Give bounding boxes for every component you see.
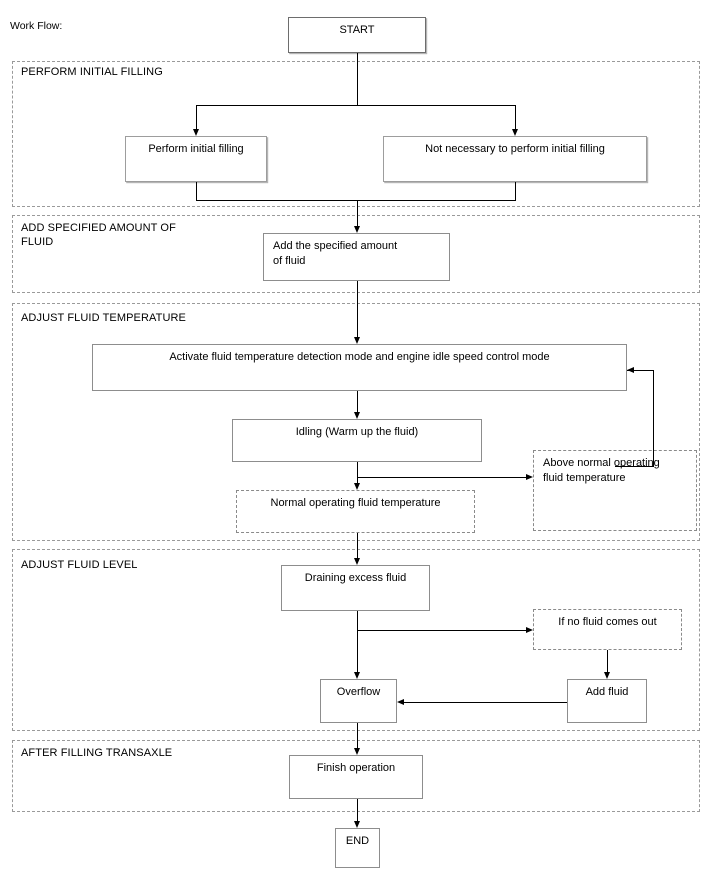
node-not-necessary-initial-filling[interactable]: Not necessary to perform initial filling bbox=[383, 136, 647, 182]
connector-merge-bus bbox=[196, 200, 516, 201]
connector-normal-operating-down bbox=[357, 533, 358, 558]
connector-add-amount-down bbox=[357, 281, 358, 337]
panel-title-adjust-fluid-temperature: ADJUST FLUID TEMPERATURE bbox=[21, 312, 186, 324]
node-add-specified-amount-line2: of fluid bbox=[273, 255, 306, 267]
arrow-to-end bbox=[353, 821, 360, 828]
panel-adjust-fluid-level bbox=[12, 549, 700, 731]
node-add-specified-amount-of-fluid[interactable]: Add the specified amount of fluid bbox=[263, 233, 450, 281]
node-activate-fluid-temperature-mode[interactable]: Activate fluid temperature detection mod… bbox=[92, 344, 627, 391]
arrow-to-perform-initial-filling bbox=[192, 129, 199, 136]
arrow-to-if-no-fluid bbox=[526, 626, 533, 633]
arrow-add-fluid-to-overflow bbox=[397, 698, 404, 705]
connector-idling-right bbox=[357, 477, 526, 478]
diagram-caption: Work Flow: bbox=[10, 20, 63, 32]
connector-draining-right bbox=[357, 630, 526, 631]
node-finish-operation[interactable]: Finish operation bbox=[289, 755, 423, 799]
panel-title-add-specified-amount-line1: ADD SPECIFIED AMOUNT OF bbox=[21, 222, 176, 234]
arrow-to-not-necessary bbox=[511, 129, 518, 136]
arrow-to-finish-operation bbox=[353, 748, 360, 755]
connector-finish-down bbox=[357, 799, 358, 821]
node-add-specified-amount-line1: Add the specified amount bbox=[273, 240, 398, 252]
panel-perform-initial-filling bbox=[12, 61, 700, 207]
node-perform-initial-filling[interactable]: Perform initial filling bbox=[125, 136, 267, 182]
connector-merge-right-down bbox=[515, 182, 516, 200]
node-idling[interactable]: Idling (Warm up the fluid) bbox=[232, 419, 482, 462]
connector-split-right-down bbox=[515, 105, 516, 129]
connector-activate-down bbox=[357, 391, 358, 412]
connector-split-bus bbox=[196, 105, 516, 106]
connector-start-down bbox=[357, 53, 358, 105]
panel-title-after-filling-transaxle: AFTER FILLING TRANSAXLE bbox=[21, 747, 173, 759]
panel-after-filling-transaxle bbox=[12, 740, 700, 812]
panel-title-adjust-fluid-level: ADJUST FLUID LEVEL bbox=[21, 559, 138, 571]
arrow-to-idling bbox=[353, 412, 360, 419]
connector-idling-down bbox=[357, 462, 358, 483]
node-draining-excess-fluid[interactable]: Draining excess fluid bbox=[281, 565, 430, 611]
connector-loopback-horizontal bbox=[627, 370, 654, 371]
connector-loopback-vertical bbox=[653, 370, 654, 466]
arrow-to-activate-mode bbox=[353, 337, 360, 344]
arrow-to-normal-operating bbox=[353, 483, 360, 490]
panel-title-add-specified-amount-line2: FLUID bbox=[21, 236, 54, 248]
arrow-loopback-to-activate-mode bbox=[627, 366, 634, 373]
arrow-to-above-normal bbox=[526, 473, 533, 480]
node-start[interactable]: START bbox=[288, 17, 426, 53]
node-end[interactable]: END bbox=[335, 828, 380, 868]
panel-adjust-fluid-temperature bbox=[12, 303, 700, 541]
arrow-to-overflow bbox=[353, 672, 360, 679]
node-normal-operating-fluid-temperature[interactable]: Normal operating fluid temperature bbox=[236, 490, 475, 533]
panel-add-specified-amount bbox=[12, 215, 700, 293]
connector-add-fluid-to-overflow bbox=[404, 702, 567, 703]
arrow-to-add-fluid bbox=[603, 672, 610, 679]
node-above-normal-operating-fluid-temperature[interactable]: Above normal operating fluid temperature bbox=[533, 450, 697, 531]
node-above-normal-line1: Above normal operating bbox=[543, 457, 660, 469]
connector-overflow-down bbox=[357, 723, 358, 748]
connector-merge-center-down bbox=[357, 200, 358, 226]
connector-if-no-fluid-down bbox=[607, 650, 608, 672]
arrow-to-add-specified-amount bbox=[353, 226, 360, 233]
connector-split-left-down bbox=[196, 105, 197, 129]
connector-draining-down bbox=[357, 611, 358, 672]
node-above-normal-line2: fluid temperature bbox=[543, 472, 626, 484]
node-overflow[interactable]: Overflow bbox=[320, 679, 397, 723]
panel-title-perform-initial-filling: PERFORM INITIAL FILLING bbox=[21, 66, 163, 78]
connector-loopback-from-above-normal bbox=[615, 466, 654, 467]
node-if-no-fluid-comes-out[interactable]: If no fluid comes out bbox=[533, 609, 682, 650]
connector-merge-left-down bbox=[196, 182, 197, 200]
node-add-fluid[interactable]: Add fluid bbox=[567, 679, 647, 723]
arrow-to-draining-excess-fluid bbox=[353, 558, 360, 565]
